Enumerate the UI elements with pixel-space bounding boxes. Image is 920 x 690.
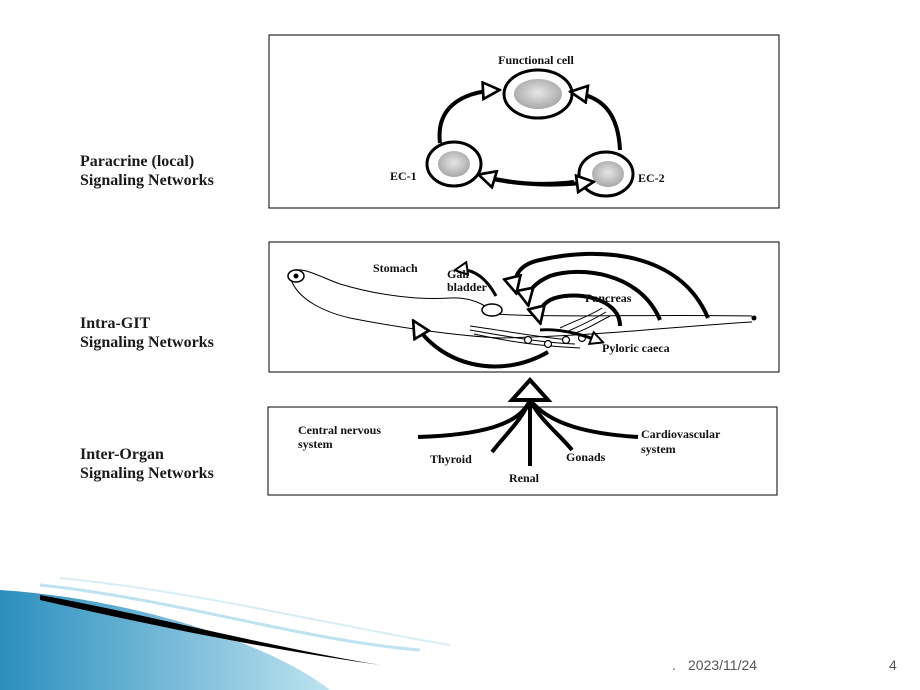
renal-label: Renal (509, 471, 540, 485)
paracrine-panel-frame (268, 34, 780, 209)
ec2-cell (577, 150, 635, 198)
gall-bladder-label-line2: bladder (447, 280, 488, 294)
intra-git-label: Intra-GIT Signaling Networks (80, 314, 280, 352)
cns-label-line2: system (298, 437, 333, 451)
footer-date: 2023/11/24 (688, 657, 758, 673)
inter-organ-label-line2: Signaling Networks (80, 465, 214, 482)
intra-git-label-line1: Intra-GIT (80, 315, 151, 332)
functional-cell-label: Functional cell (498, 53, 574, 67)
gall-bladder-label-line1: Gall (447, 267, 470, 281)
gonads-label: Gonads (566, 450, 606, 464)
gut-tract (287, 269, 757, 339)
paracrine-label: Paracrine (local) Signaling Networks (80, 152, 280, 190)
upward-arrow-head (507, 377, 553, 402)
intestine-to-gall-bladder-arrow (528, 269, 662, 321)
slide-swoosh-decoration (0, 577, 451, 690)
ec1-label: EC-1 (390, 169, 417, 183)
intra-git-panel-frame (268, 241, 780, 373)
cns-label-line1: Central nervous (298, 423, 381, 437)
ec1-cell (425, 140, 483, 188)
pyloric-caeca (469, 325, 587, 349)
pancreas (559, 307, 611, 335)
cardiovascular-label-line2: system (641, 442, 676, 456)
inter-organ-panel-frame (267, 406, 778, 496)
to-pyloric-caeca-arrow (539, 328, 602, 342)
footer-page-number: 4 (889, 657, 897, 673)
ec1-to-functional-cell-arrow (437, 90, 498, 144)
cardiovascular-label-line1: Cardiovascular (641, 427, 721, 441)
inter-organ-label-line1: Inter-Organ (80, 446, 164, 463)
ec2-label: EC-2 (638, 171, 665, 185)
ec2-to-functional-cell-arrow (572, 92, 622, 151)
thyroid-label: Thyroid (430, 452, 472, 466)
organ-signal-lines (417, 398, 639, 466)
mid-intestine-feedback-arrow (539, 293, 622, 326)
pyloric-caeca-label: Pyloric caeca (602, 341, 670, 355)
ec2-to-ec1-arrow (480, 175, 575, 184)
pancreas-label: Pancreas (585, 291, 632, 305)
intra-git-label-line2: Signaling Networks (80, 334, 214, 351)
gall-bladder (481, 303, 503, 317)
footer-dot: . (672, 657, 676, 673)
functional-cell (502, 68, 574, 120)
inter-organ-label: Inter-Organ Signaling Networks (80, 445, 280, 483)
paracrine-label-line1: Paracrine (local) (80, 153, 195, 170)
gall-bladder-to-stomach-arrow (456, 270, 498, 297)
long-to-gall-bladder-arrow (515, 251, 710, 319)
caeca-to-stomach-arrow (414, 322, 550, 369)
paracrine-label-line2: Signaling Networks (80, 172, 214, 189)
stomach-label: Stomach (373, 261, 418, 275)
